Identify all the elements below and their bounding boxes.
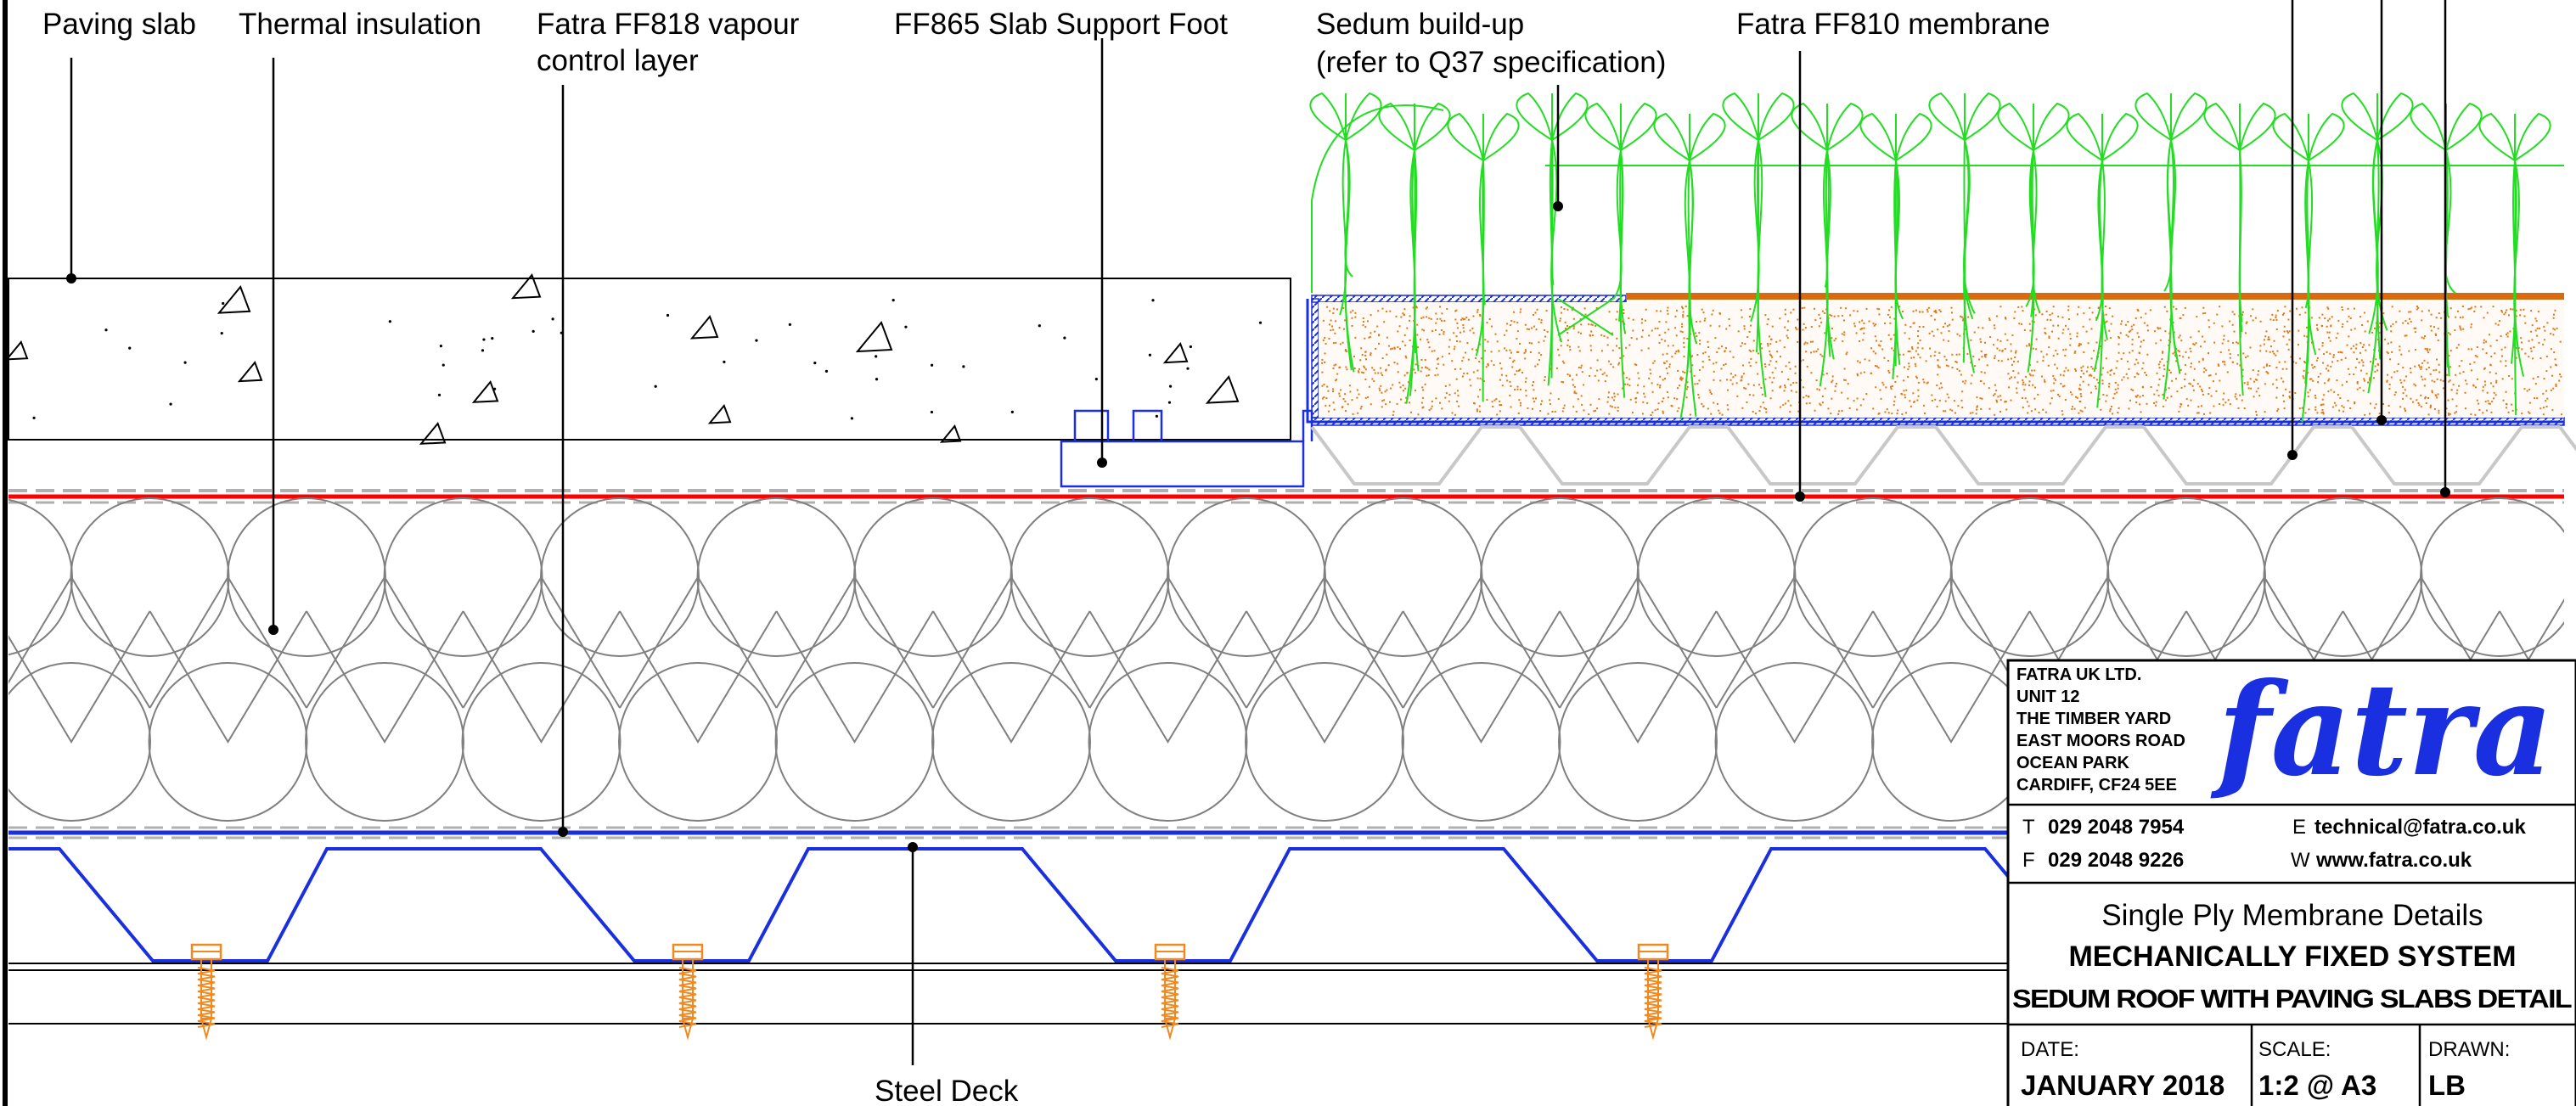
slab-aggregate-texture <box>4 273 1263 445</box>
label-paving-slab: Paving slab <box>42 8 196 41</box>
drawing-frame <box>3 0 8 1106</box>
sedum-buildup <box>1306 92 2576 486</box>
label-membrane: Fatra FF810 membrane <box>1736 8 2050 41</box>
label-thermal-insulation: Thermal insulation <box>239 8 481 41</box>
vapour-control-layer <box>8 826 2008 839</box>
web-address: www.fatra.co.uk <box>2315 849 2472 872</box>
label-vcl-line1: Fatra FF818 vapour <box>537 8 800 41</box>
drawing-system: MECHANICALLY FIXED SYSTEM <box>2068 940 2516 973</box>
address-line-1: FATRA UK LTD. <box>2016 665 2141 684</box>
scale-label: SCALE: <box>2258 1038 2331 1061</box>
label-vcl-line2: control layer <box>537 44 699 77</box>
label-sedum-line1: Sedum build-up <box>1316 8 1524 41</box>
leader-dots <box>66 201 2450 852</box>
email-key: E <box>2292 816 2306 839</box>
address-line-4: EAST MOORS ROAD <box>2016 732 2185 750</box>
date-value: JANUARY 2018 <box>2021 1070 2224 1101</box>
label-sedum-line2: (refer to Q37 specification) <box>1316 46 1666 79</box>
contact-details: T 029 2048 7954 F 029 2048 9226 E techni… <box>2022 816 2526 872</box>
phone-key: T <box>2022 816 2035 839</box>
web-key: W <box>2291 849 2310 872</box>
fax-key: F <box>2022 849 2035 872</box>
slab-support-foot <box>1060 409 1313 488</box>
scale-value: 1:2 @ A3 <box>2258 1070 2376 1101</box>
date-label: DATE: <box>2021 1038 2079 1061</box>
drawing-title: SEDUM ROOF WITH PAVING SLABS DETAIL <box>2012 984 2572 1013</box>
address-line-6: CARDIFF, CF24 5EE <box>2016 776 2177 794</box>
paving-slab <box>4 273 1291 445</box>
callout-labels: Paving slab Thermal insulation Fatra FF8… <box>42 8 2050 1106</box>
mechanical-fixings <box>190 943 1669 1041</box>
steel-deck <box>8 847 2254 1025</box>
sedum-plants <box>1309 92 2564 423</box>
drawn-value: LB <box>2428 1070 2466 1101</box>
company-address: FATRA UK LTD. UNIT 12 THE TIMBER YARD EA… <box>2016 665 2185 794</box>
fatra-logo: fatra <box>2210 655 2553 805</box>
label-slab-support: FF865 Slab Support Foot <box>894 8 1228 41</box>
email-address: technical@fatra.co.uk <box>2314 816 2526 839</box>
address-line-2: UNIT 12 <box>2016 688 2079 706</box>
thermal-insulation <box>8 497 2564 822</box>
address-line-3: THE TIMBER YARD <box>2016 710 2171 728</box>
fax-number: 029 2048 9226 <box>2048 849 2184 872</box>
leader-lines <box>70 0 2447 1065</box>
membrane-layers <box>8 489 2564 504</box>
address-line-5: OCEAN PARK <box>2016 754 2130 772</box>
label-steel-deck: Steel Deck <box>875 1075 1019 1106</box>
phone-number: 029 2048 7954 <box>2048 816 2185 839</box>
drawn-label: DRAWN: <box>2428 1038 2510 1061</box>
drawing-series: Single Ply Membrane Details <box>2101 899 2483 932</box>
drainage-layer <box>1310 425 2576 486</box>
title-block: FATRA UK LTD. UNIT 12 THE TIMBER YARD EA… <box>2006 655 2576 1106</box>
